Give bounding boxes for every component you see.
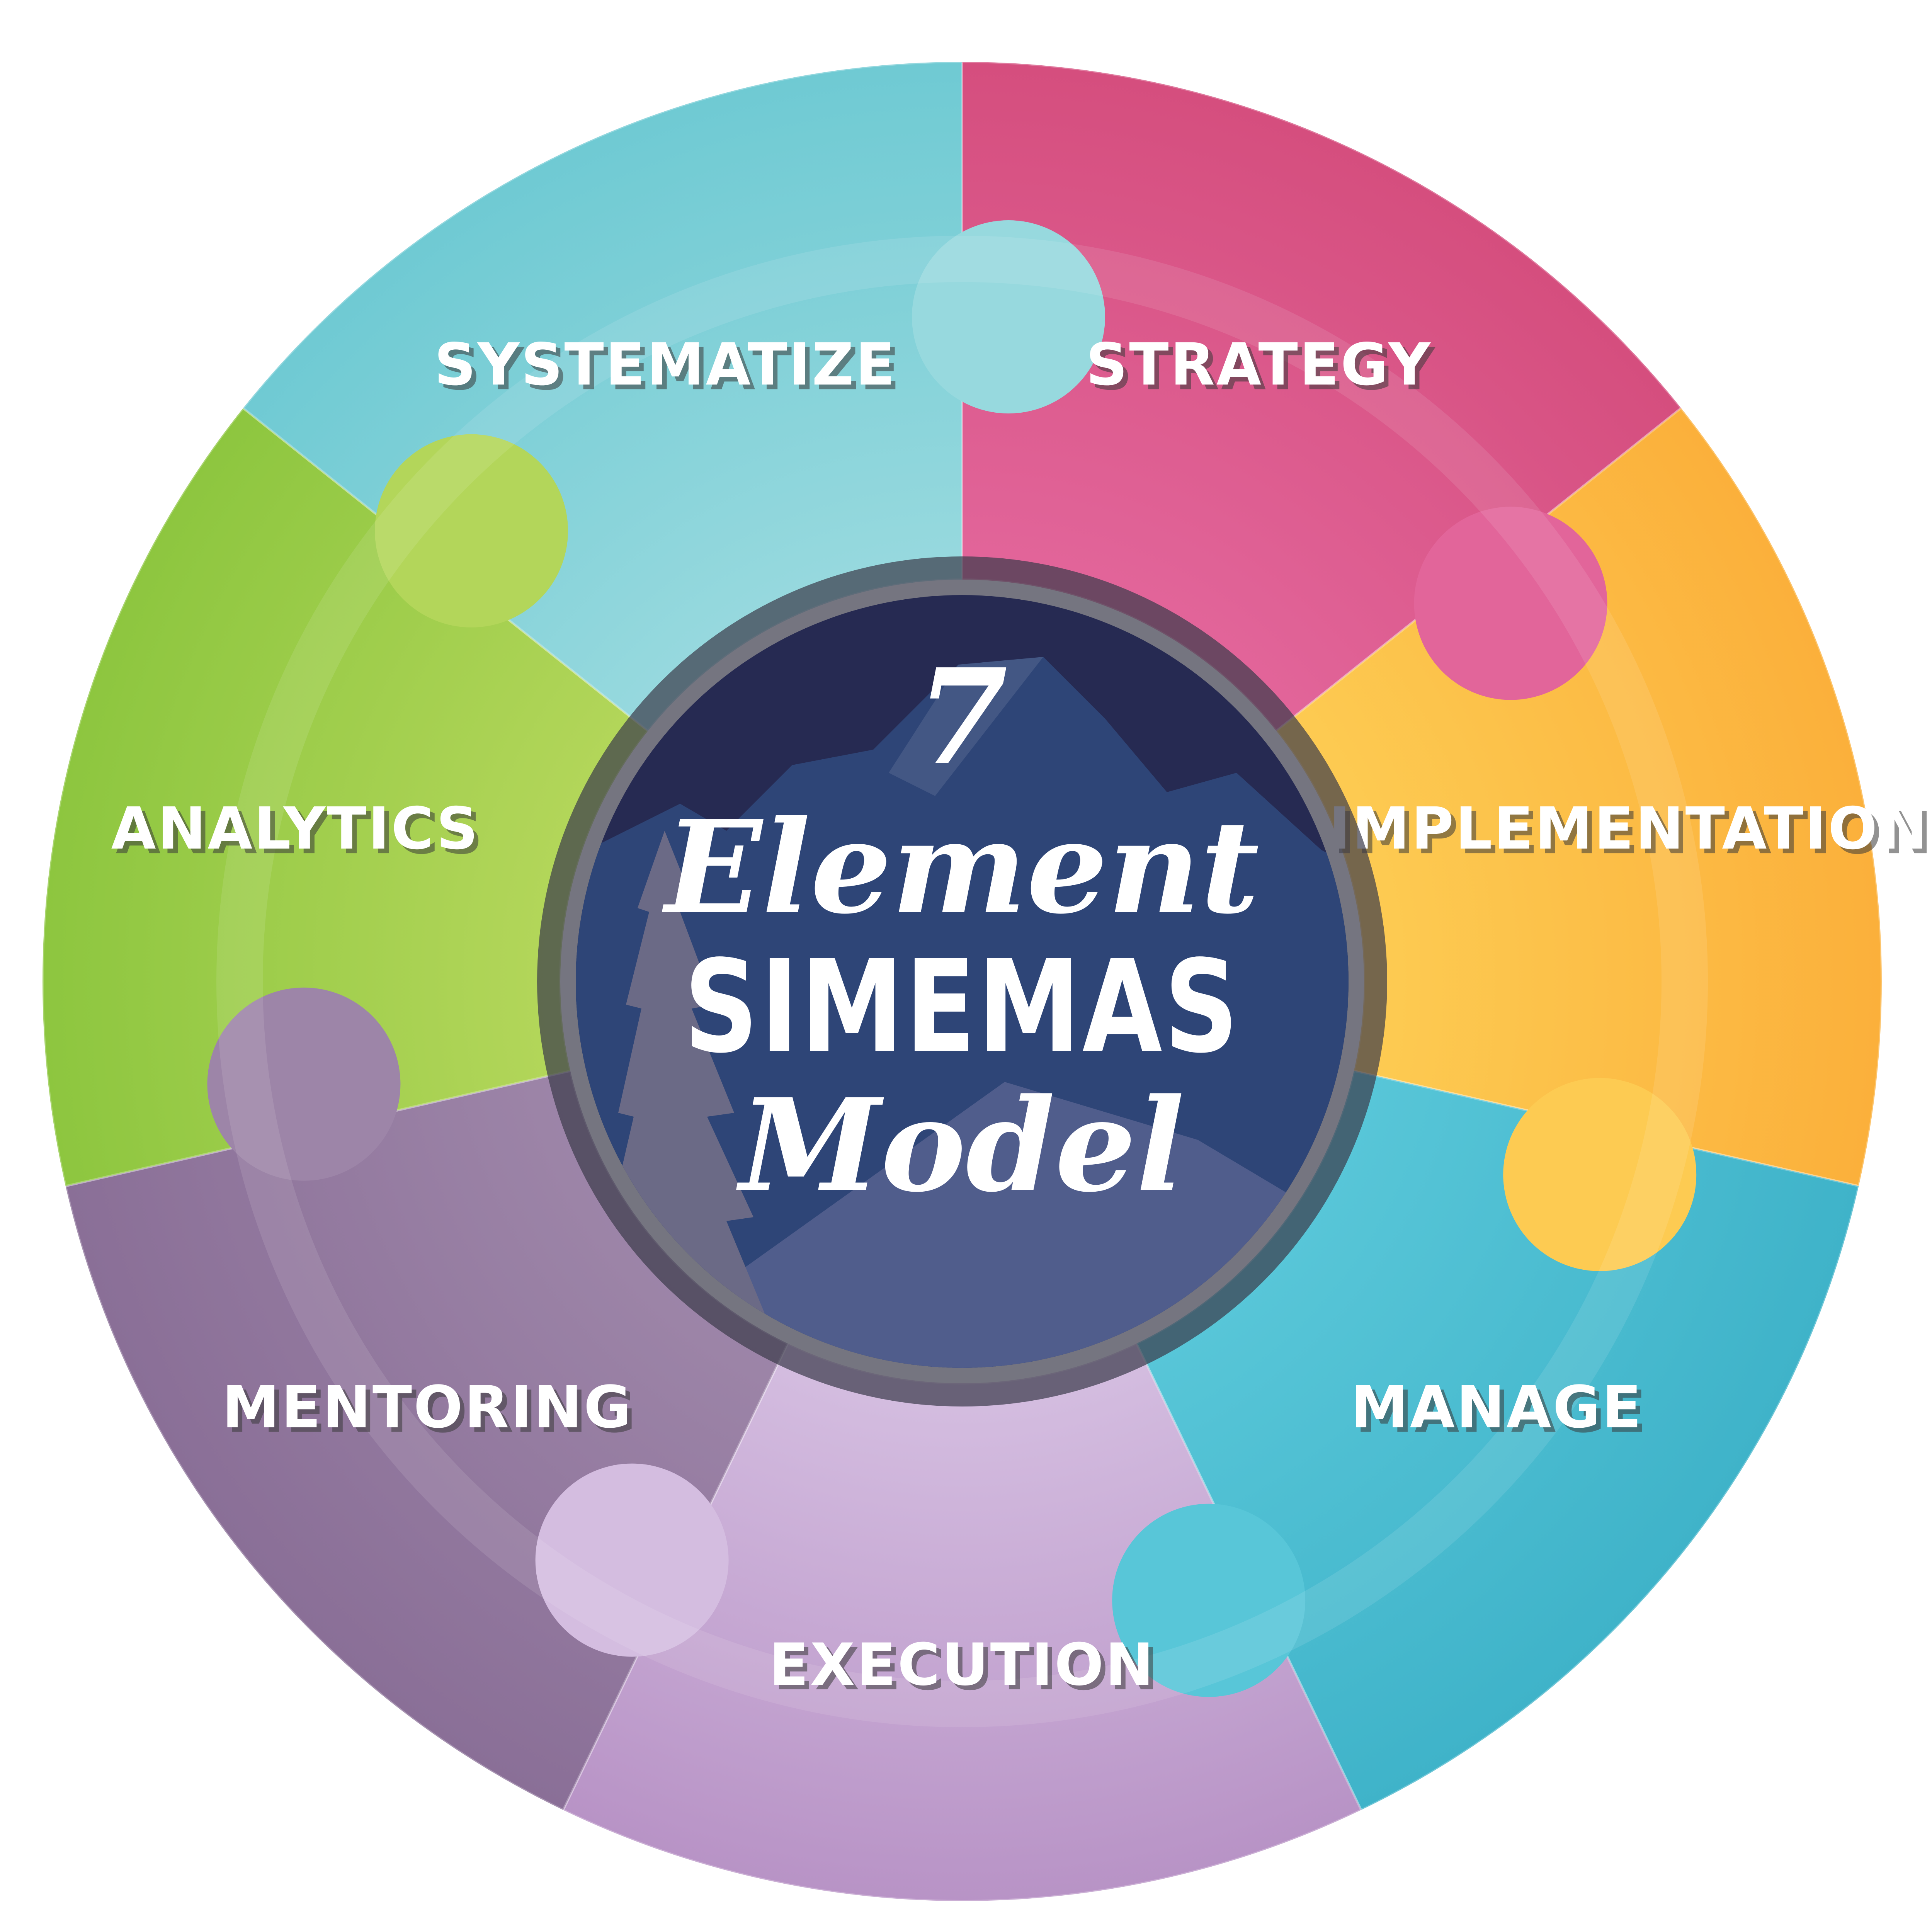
center-word-simemas: SIMEMAS — [684, 933, 1240, 1081]
segments-layer — [41, 60, 1883, 1902]
center-number: 7 — [917, 640, 1008, 794]
segment-label-shadow: IMPLEMENTATION — [1333, 800, 1932, 867]
segment-label-systematize: SYSTEMATIZE — [434, 331, 897, 398]
puzzle-tab-analytics — [375, 434, 568, 628]
center-badge: 7 Element SIMEMAS Model — [576, 595, 1349, 1368]
puzzle-tab-strategy — [1414, 507, 1607, 700]
segment-label-implementation: IMPLEMENTATION — [1329, 795, 1929, 862]
segment-label-analytics: ANALYTICS — [111, 795, 480, 862]
puzzle-tab-implementation — [1503, 1078, 1697, 1271]
inner-ring-shade — [216, 236, 1708, 1727]
puzzle-tabs-layer — [207, 220, 1697, 1697]
segment-label-manage: MANAGE — [1351, 1374, 1643, 1441]
puzzle-tab-execution — [535, 1463, 729, 1657]
segment-label-shadow: MENTORING — [227, 1379, 638, 1446]
mountain-highlight — [889, 657, 1043, 796]
segment-label-shadow: EXECUTION — [774, 1636, 1160, 1703]
segment-label-shadow: ANALYTICS — [116, 800, 485, 867]
segment-label-shadow: SYSTEMATIZE — [439, 336, 901, 403]
segment-label-strategy: STRATEGY — [1086, 331, 1432, 398]
puzzle-tab-mentoring — [207, 987, 401, 1181]
segment-label-shadow: MANAGE — [1355, 1379, 1648, 1446]
center-word-model: Model — [736, 1070, 1185, 1220]
puzzle-tab-manage — [1112, 1503, 1306, 1697]
center-word-element: Element — [661, 792, 1260, 942]
segment-label-shadow: STRATEGY — [1090, 336, 1437, 403]
segment-label-mentoring: MENTORING — [222, 1374, 633, 1441]
segment-label-execution: EXECUTION — [769, 1631, 1155, 1699]
puzzle-tab-systematize — [912, 220, 1105, 413]
